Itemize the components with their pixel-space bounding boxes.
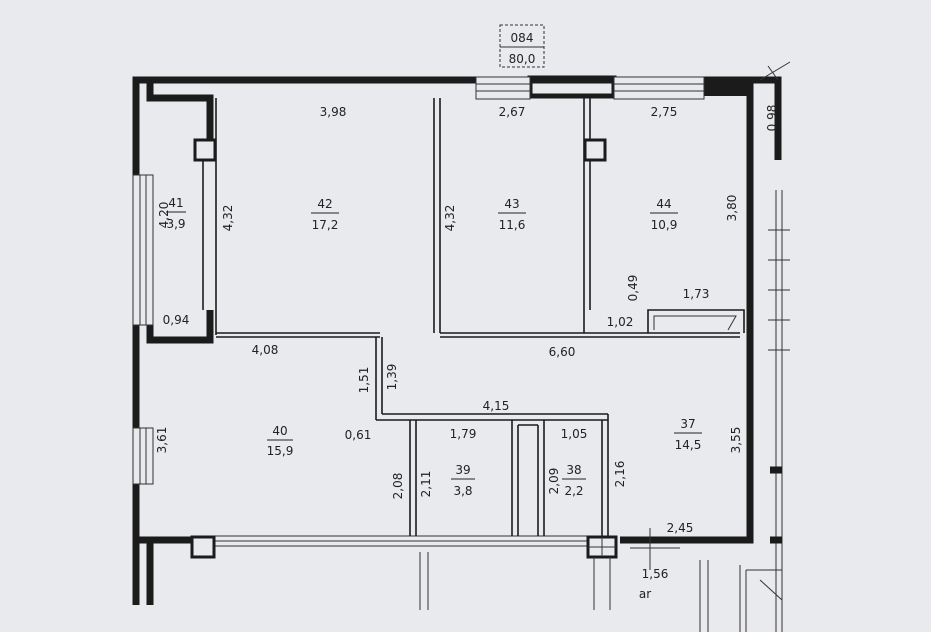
dimension-labels: 3,98 2,67 2,75 0,98 4,32 4,32 3,80 4,20 … xyxy=(155,105,779,601)
svg-text:3,8: 3,8 xyxy=(453,484,472,498)
room-43-label: 43 11,6 xyxy=(498,197,526,232)
svg-text:2,2: 2,2 xyxy=(564,484,583,498)
dimension-label: 4,15 xyxy=(483,399,510,413)
dimension-label: 3,80 xyxy=(725,195,739,222)
room-44-label: 44 10,9 xyxy=(650,197,678,232)
svg-text:38: 38 xyxy=(566,463,581,477)
dimension-label: 0,94 xyxy=(163,313,190,327)
room-41-label: 41 3,9 xyxy=(166,196,186,231)
svg-text:42: 42 xyxy=(317,197,332,211)
dimension-label: 4,32 xyxy=(221,205,235,232)
dimension-label: 0,61 xyxy=(345,428,372,442)
interior-walls xyxy=(202,98,745,536)
dimension-label: 4,32 xyxy=(443,205,457,232)
columns xyxy=(190,138,618,559)
dimension-label: 2,09 xyxy=(547,468,561,495)
dimension-label: 2,08 xyxy=(391,473,405,500)
apartment-label: 084 80,0 xyxy=(499,24,545,68)
apartment-number: 084 xyxy=(511,31,534,45)
dimension-label: 1,05 xyxy=(561,427,588,441)
dimension-label: 1,39 xyxy=(385,364,399,391)
svg-text:44: 44 xyxy=(656,197,671,211)
dimension-label: 0,49 xyxy=(626,275,640,302)
dimension-label: 0,98 xyxy=(765,105,779,132)
room-labels: 40 15,9 41 3,9 42 17,2 43 11,6 44 10,9 3… xyxy=(166,196,702,498)
dimension-label: 6,60 xyxy=(549,345,576,359)
dimension-label: 4,20 xyxy=(157,202,171,229)
dimension-label: 2,11 xyxy=(419,471,433,498)
dimension-label: 3,98 xyxy=(320,105,347,119)
svg-text:39: 39 xyxy=(455,463,470,477)
context-lines xyxy=(419,61,791,632)
room-37-label: 37 14,5 xyxy=(674,417,702,452)
dimension-label: 2,67 xyxy=(499,105,526,119)
dimension-label: 2,75 xyxy=(651,105,678,119)
apartment-total-area: 80,0 xyxy=(509,52,536,66)
dimension-label: 2,45 xyxy=(667,521,694,535)
svg-text:43: 43 xyxy=(504,197,519,211)
dimension-label: 1,79 xyxy=(450,427,477,441)
dimension-label: 2,16 xyxy=(613,461,627,488)
dimension-label: 1,56 xyxy=(642,567,669,581)
dimension-label: 1,02 xyxy=(607,315,634,329)
dimension-label: 4,08 xyxy=(252,343,279,357)
ar-mark: ar xyxy=(639,587,651,601)
dimension-label: 3,55 xyxy=(729,427,743,454)
svg-text:41: 41 xyxy=(168,196,183,210)
room-39-label: 39 3,8 xyxy=(451,463,475,498)
svg-text:10,9: 10,9 xyxy=(651,218,678,232)
svg-text:15,9: 15,9 xyxy=(267,444,294,458)
outer-walls xyxy=(132,75,782,605)
dimension-label: 1,73 xyxy=(683,287,710,301)
room-38-label: 38 2,2 xyxy=(562,463,586,498)
svg-text:14,5: 14,5 xyxy=(675,438,702,452)
room-40-label: 40 15,9 xyxy=(267,424,294,458)
svg-text:3,9: 3,9 xyxy=(166,217,185,231)
svg-text:17,2: 17,2 xyxy=(312,218,339,232)
room-42-label: 42 17,2 xyxy=(311,197,339,232)
svg-text:40: 40 xyxy=(272,424,287,438)
svg-text:11,6: 11,6 xyxy=(499,218,526,232)
dimension-label: 3,61 xyxy=(155,427,169,454)
svg-text:37: 37 xyxy=(680,417,695,431)
dimension-label: 1,51 xyxy=(357,367,371,394)
